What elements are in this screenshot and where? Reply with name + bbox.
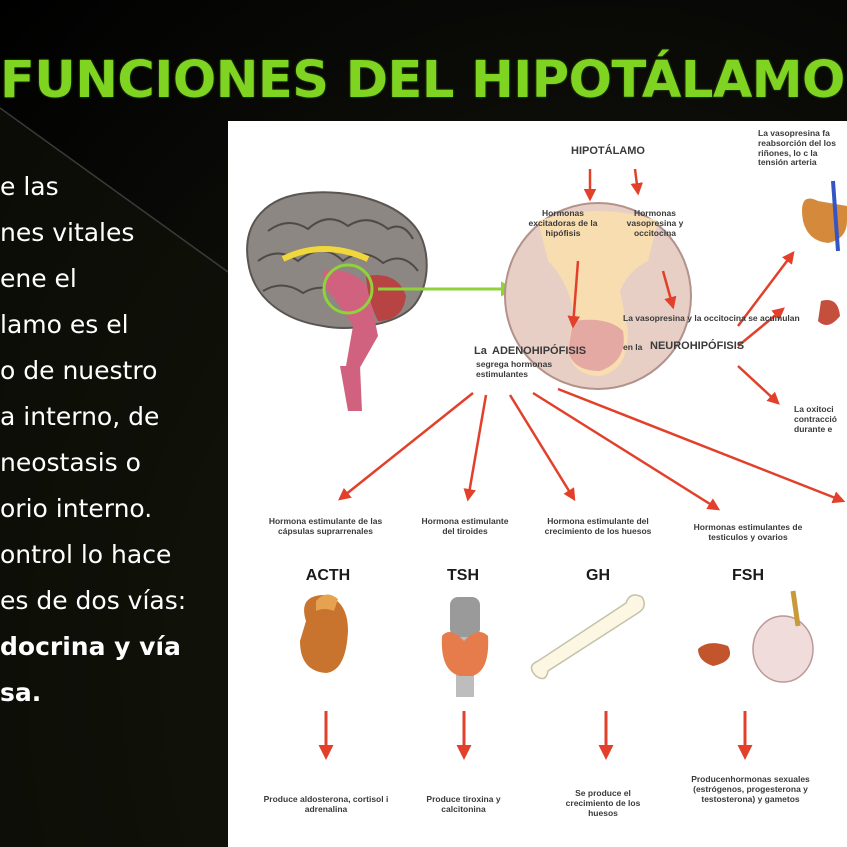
target-code: ACTH xyxy=(305,567,351,584)
body-line: orio interno. xyxy=(0,494,153,523)
label-vasopresina-acumulan: La vasopresina y la occitocina se acumul… xyxy=(623,313,800,323)
body-line: neostasis o xyxy=(0,448,141,477)
pituitary-magnified-icon xyxy=(504,202,692,390)
target-code: GH xyxy=(586,567,610,584)
hypothalamus-diagram: HIPOTÁLAMO Hormonas excitadoras de la hi… xyxy=(228,121,847,847)
target-effect: Producenhormonas sexuales (estrógenos, p… xyxy=(691,774,810,804)
label-hormonas-vasopresina: Hormonas vasopresina y occitocina xyxy=(626,208,684,238)
label-oxitocina-right: La oxitoci contracció durante e xyxy=(794,405,837,434)
label-hormonas-excitadoras: Hormonas excitadoras de la hipófisis xyxy=(528,208,598,238)
body-line: ene el xyxy=(0,264,77,293)
thyroid-icon xyxy=(441,597,489,697)
target-effect: Produce aldosterona, cortisol i adrenali… xyxy=(263,794,389,814)
body-line: e las xyxy=(0,172,59,201)
diagram-illustration xyxy=(246,168,847,760)
neurohipofisis-label: NEUROHIPÓFISIS xyxy=(650,340,745,352)
uterus-icon xyxy=(818,300,840,325)
target-desc: Hormona estimulante del tiroides xyxy=(421,516,509,536)
body-line: nes vitales xyxy=(0,218,135,247)
body-line: es de dos vías: xyxy=(0,586,187,615)
label-en-la: en la xyxy=(623,342,643,352)
adrenal-gland-icon xyxy=(300,594,348,673)
bone-icon xyxy=(530,594,645,680)
target-effect: Produce tiroxina y calcitonina xyxy=(426,794,501,814)
gonads-icon xyxy=(698,590,814,683)
paragraph-1: e las nes vitales ene el lamo es el o de… xyxy=(0,164,228,532)
kidney-icon xyxy=(802,180,847,252)
target-desc: Hormona estimulante del crecimiento de l… xyxy=(544,516,652,536)
slide-title: FUNCIONES DEL HIPOTÁLAMO xyxy=(0,51,845,110)
body-line-bold: sa. xyxy=(0,678,42,707)
label-segrega: segrega hormonas estimulantes xyxy=(476,359,553,379)
target-desc: Hormona estimulante de las cápsulas supr… xyxy=(268,516,383,536)
target-code: TSH xyxy=(447,567,479,584)
label-la: La xyxy=(474,345,487,357)
target-code: FSH xyxy=(732,567,764,584)
body-text: e las nes vitales ene el lamo es el o de… xyxy=(0,164,228,724)
adenohipofisis-label: ADENOHIPÓFISIS xyxy=(492,345,587,357)
body-line-bold: docrina y vía xyxy=(0,632,181,661)
body-line: o de nuestro xyxy=(0,356,158,385)
body-line: a interno, de xyxy=(0,402,160,431)
hipotalamo-label: HIPOTÁLAMO xyxy=(571,145,645,157)
target-desc: Hormonas estimulantes de testiculos y ov… xyxy=(693,522,803,542)
brain-icon xyxy=(246,191,516,411)
paragraph-2: ontrol lo hace es de dos vías: docrina y… xyxy=(0,532,228,716)
target-effect: Se produce el crecimiento de los huesos xyxy=(565,788,641,818)
body-line: lamo es el xyxy=(0,310,129,339)
label-vasopresina-right: La vasopresina fa reabsorción del los ri… xyxy=(758,129,836,168)
body-line: ontrol lo hace xyxy=(0,540,172,569)
